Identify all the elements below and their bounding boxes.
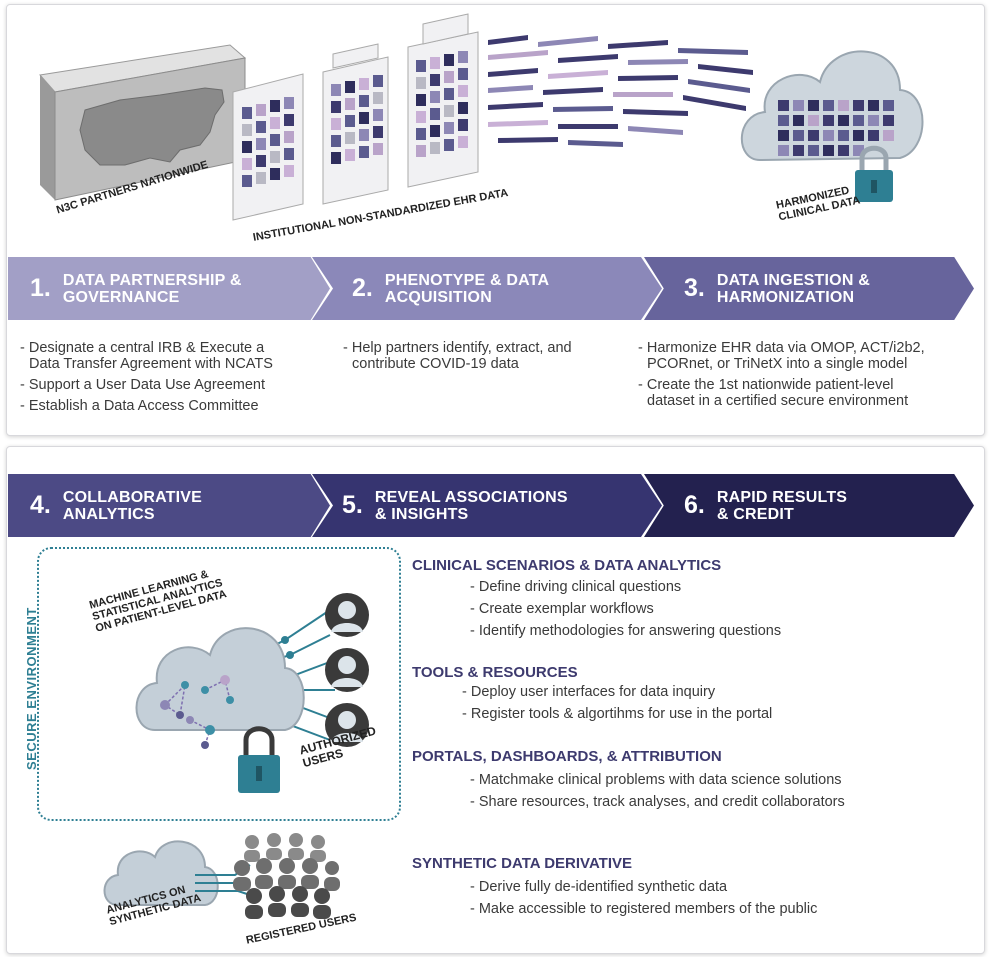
step-2-bullets: - Help partners identify, extract, and c… (343, 340, 633, 377)
step-2-title-line1: PHENOTYPE & DATA (384, 271, 550, 289)
step-3-bullet: dataset in a certified secure environmen… (647, 393, 909, 409)
section-items-portals: - Matchmake clinical problems with data … (470, 771, 845, 811)
step-4-title-line2: ANALYTICS (62, 505, 155, 523)
list-item: - Deploy user interfaces for data inquir… (462, 684, 716, 700)
harmonized-cloud-icon (740, 50, 924, 202)
step-1-bullets: - Designate a central IRB & Execute a Da… (20, 340, 320, 419)
step-3-bullets: - Harmonize EHR data via OMOP, ACT/i2b2,… (638, 340, 983, 414)
section-items-tools: - Deploy user interfaces for data inquir… (462, 683, 772, 723)
list-item: - Create exemplar workflows (470, 601, 654, 617)
step-1-bullet: - Establish a Data Access Committee (20, 398, 259, 414)
list-item: - Derive fully de-identified synthetic d… (470, 879, 728, 895)
step-3-bullet: - Create the 1st nationwide patient-leve… (638, 377, 894, 393)
step-1-title-line1: DATA PARTNERSHIP & (62, 271, 242, 289)
step-2-bullet: contribute COVID-19 data (352, 356, 519, 372)
step-3-number: 3. (684, 274, 705, 302)
step-3-chevron: 3. DATA INGESTION &HARMONIZATION (644, 257, 974, 320)
analytics-cloud-network-icon (135, 593, 369, 793)
step-2-bullet: - Help partners identify, extract, and (343, 340, 572, 356)
section-title-portals: PORTALS, DASHBOARDS, & ATTRIBUTION (412, 748, 722, 765)
list-item: - Register tools & algortihms for use in… (462, 706, 773, 722)
list-item: - Matchmake clinical problems with data … (470, 772, 842, 788)
step-5-chevron: 5. REVEAL ASSOCIATIONS& INSIGHTS (312, 474, 662, 537)
step-5-number: 5. (342, 491, 363, 519)
list-item: - Share resources, track analyses, and c… (470, 794, 845, 810)
step-3-bullet: PCORnet, or TriNetX into a single model (647, 356, 908, 372)
step-5-title-line1: REVEAL ASSOCIATIONS (374, 488, 568, 506)
step-6-number: 6. (684, 491, 705, 519)
step-1-title-line2: GOVERNANCE (62, 288, 180, 306)
step-2-title-line2: ACQUISITION (384, 288, 492, 306)
list-item: - Identify methodologies for answering q… (470, 623, 782, 639)
section-items-clinical: - Define driving clinical questions - Cr… (470, 578, 781, 640)
section-title-clinical: CLINICAL SCENARIOS & DATA ANALYTICS (412, 557, 722, 574)
section-title-synthetic: SYNTHETIC DATA DERIVATIVE (412, 855, 633, 872)
secure-environment-label: SECURE ENVIRONMENT (24, 607, 39, 770)
section-items-synthetic: - Derive fully de-identified synthetic d… (470, 878, 817, 918)
list-item: - Make accessible to registered members … (470, 901, 818, 917)
step-1-chevron: 1. DATA PARTNERSHIP &GOVERNANCE (8, 257, 330, 320)
data-stream-graphic (488, 35, 753, 147)
step-6-title-line1: RAPID RESULTS (716, 488, 848, 506)
step-4-number: 4. (30, 491, 51, 519)
step-6-chevron: 6. RAPID RESULTS& CREDIT (644, 474, 974, 537)
list-item: - Define driving clinical questions (470, 579, 682, 595)
step-3-bullet: - Harmonize EHR data via OMOP, ACT/i2b2, (638, 340, 925, 356)
step-5-title-line2: & INSIGHTS (374, 505, 469, 523)
step-6-title-line2: & CREDIT (716, 505, 795, 523)
step-4-title-line1: COLLABORATIVE (62, 488, 203, 506)
step-1-bullet: Data Transfer Agreement with NCATS (29, 356, 273, 372)
secure-environment-box (37, 547, 401, 821)
step-1-bullet: - Support a User Data Use Agreement (20, 377, 266, 393)
usa-map-icon (39, 44, 247, 201)
building-icon (232, 13, 479, 221)
step-2-number: 2. (352, 274, 373, 302)
step-3-title-line2: HARMONIZATION (716, 288, 855, 306)
step-1-number: 1. (30, 274, 51, 302)
crowd-icon (233, 833, 340, 919)
step-1-bullet: - Designate a central IRB & Execute a (20, 340, 265, 356)
section-title-tools: TOOLS & RESOURCES (412, 664, 578, 681)
step-3-title-line1: DATA INGESTION & (716, 271, 870, 289)
